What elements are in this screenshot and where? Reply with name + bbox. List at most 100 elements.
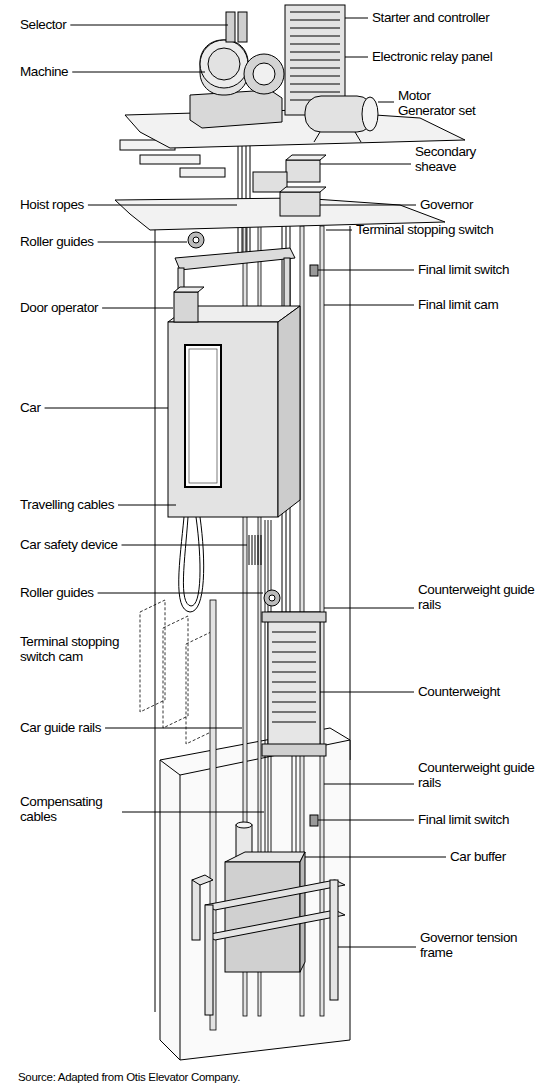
- part-label: Counterweight guide rails: [418, 760, 538, 790]
- leader-line: [45, 408, 168, 409]
- part-label: Car safety device: [20, 537, 118, 552]
- part-label: Hoist ropes: [20, 197, 84, 212]
- floor-slab: [180, 168, 225, 177]
- roller-guide: [269, 595, 275, 601]
- machine: [200, 40, 248, 88]
- car-buffer: [300, 852, 305, 972]
- governor: [280, 187, 326, 216]
- part-label: Terminal stopping switch cam: [20, 634, 138, 664]
- part-label: Starter and controller: [372, 10, 489, 25]
- final-limit-switch: [310, 265, 318, 276]
- part-label-box: Starter and controller: [372, 10, 542, 25]
- roller-guide: [188, 232, 280, 606]
- selector: [226, 12, 235, 42]
- part-label-box: Door operator: [20, 300, 135, 315]
- machine: [200, 40, 248, 95]
- part-label-box: Final limit switch: [418, 812, 543, 827]
- electronic-relay-panel: [290, 52, 340, 53]
- counterweight: [262, 612, 326, 756]
- part-label-box: Travelling cables: [20, 497, 145, 512]
- governor-tension-frame: [205, 905, 213, 1015]
- leader-line: [378, 102, 394, 103]
- governor-tension-frame: [205, 880, 345, 910]
- leader-line: [122, 812, 264, 813]
- part-label: Governor tension frame: [420, 930, 530, 960]
- part-label: Final limit switch: [418, 262, 509, 277]
- leader-line: [324, 305, 414, 306]
- compensating-cable: [292, 755, 293, 860]
- counterweight: [262, 744, 326, 756]
- leader-line: [98, 593, 263, 594]
- counterweight: [272, 652, 316, 653]
- part-label: Motor Generator set: [398, 88, 490, 118]
- source-caption: Source: Adapted from Otis Elevator Compa…: [18, 1071, 240, 1083]
- part-label-box: Roller guides: [20, 585, 135, 600]
- governor-tension-frame: [192, 875, 213, 885]
- part-label: Car buffer: [450, 849, 506, 864]
- part-label-box: Secondary sheave: [415, 144, 505, 174]
- leader-line: [324, 784, 414, 785]
- car: [168, 306, 300, 517]
- part-label-box: Hoist ropes: [20, 197, 130, 212]
- car-buffer: [225, 852, 305, 862]
- door-operator: [174, 287, 204, 322]
- secondary-sheave: [253, 155, 326, 192]
- part-label-box: Motor Generator set: [398, 88, 490, 118]
- pit-enclosure: [180, 775, 181, 1060]
- machine: [244, 54, 284, 94]
- car: [168, 322, 278, 517]
- shaft-wall: [155, 222, 156, 1012]
- part-label: Travelling cables: [20, 497, 114, 512]
- selector: [238, 12, 247, 42]
- roller-guide: [264, 590, 280, 606]
- part-label-box: Car safety device: [20, 537, 155, 552]
- part-label: Final limit switch: [418, 812, 509, 827]
- terminal-stopping-switch-cam: [163, 616, 188, 728]
- car-buffer: [236, 822, 252, 828]
- compensating-cable: [265, 520, 266, 870]
- leader-line: [326, 230, 352, 231]
- car: [189, 349, 217, 483]
- part-label: Selector: [20, 17, 66, 32]
- governor: [280, 192, 320, 216]
- car-safety-device: [252, 535, 253, 565]
- leader-line: [88, 205, 237, 206]
- part-label: Car guide rails: [20, 720, 101, 735]
- electronic-relay-panel: [290, 12, 340, 13]
- selector: [226, 12, 247, 42]
- terminal-stopping-switch-cam: [140, 600, 165, 712]
- counterweight: [272, 692, 316, 693]
- compensating-cable: [296, 755, 297, 860]
- roller-guide: [188, 232, 204, 248]
- counterweight: [272, 672, 316, 673]
- part-label-box: Electronic relay panel: [372, 49, 542, 64]
- electronic-relay-panel: [290, 68, 340, 69]
- floor-slab: [115, 110, 465, 230]
- door-operator: [174, 287, 204, 292]
- part-label-box: Compensating cables: [20, 794, 118, 824]
- counterweight: [272, 662, 316, 663]
- part-label-box: Final limit switch: [418, 262, 543, 277]
- leader-line: [318, 820, 414, 821]
- floor-slab: [140, 155, 200, 164]
- leader-line: [320, 205, 416, 206]
- car-safety-device: [255, 535, 256, 565]
- part-label-box: Governor tension frame: [420, 930, 530, 960]
- part-label-box: Car: [20, 400, 80, 415]
- electronic-relay-panel: [290, 28, 340, 29]
- part-label-box: Car buffer: [450, 849, 542, 864]
- secondary-sheave: [286, 160, 320, 182]
- part-label: Car: [20, 400, 41, 415]
- part-label-box: Roller guides: [20, 234, 135, 249]
- part-label: Terminal stopping switch: [356, 222, 493, 237]
- part-label: Counterweight: [418, 684, 500, 699]
- governor-tension-frame: [192, 875, 345, 1015]
- leader-line: [72, 72, 205, 73]
- leader-line: [98, 242, 187, 243]
- part-label-box: Car guide rails: [20, 720, 135, 735]
- leader-line: [105, 728, 242, 729]
- governor-tension-frame: [330, 880, 338, 1000]
- machine: [190, 90, 282, 128]
- leader-line: [320, 164, 411, 165]
